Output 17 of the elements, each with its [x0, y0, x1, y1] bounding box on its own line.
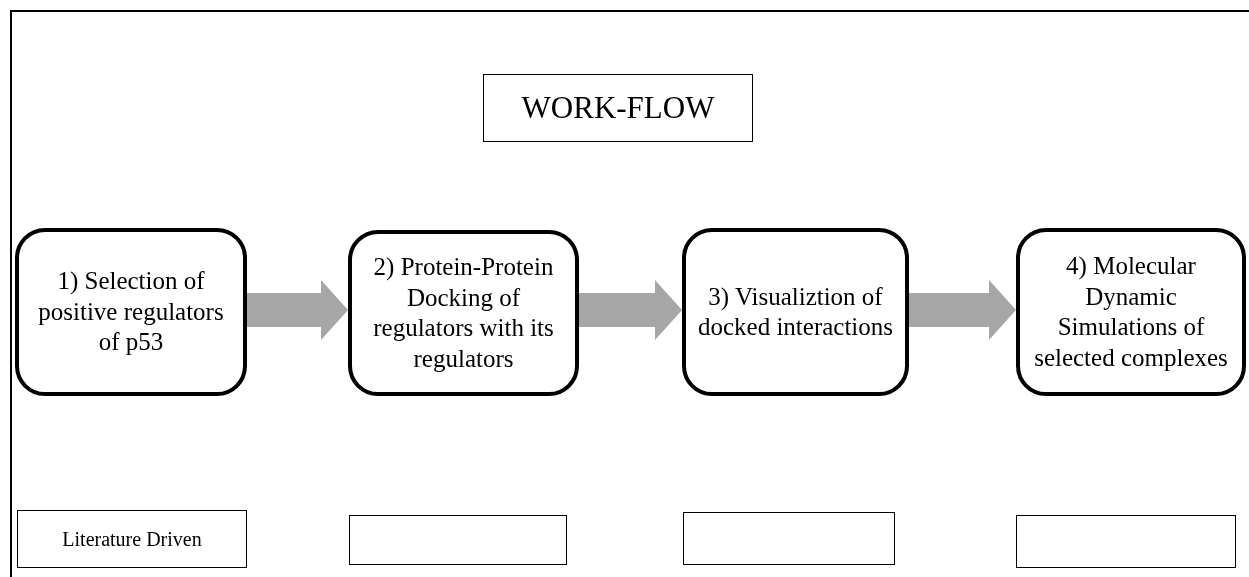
- step-text: 3) Visualiztion of docked interactions: [696, 281, 895, 342]
- step-text: Literature Driven: [62, 527, 202, 551]
- method-box: [17, 510, 247, 568]
- method-box: [1016, 515, 1236, 568]
- block-arrow: [247, 280, 348, 340]
- block-arrow: [579, 280, 682, 340]
- step-box: [1016, 228, 1246, 396]
- step-box: [682, 228, 909, 396]
- title-box: WORK-FLOW: [483, 74, 753, 142]
- step-text: 2) Protein-Protein Docking of regulators with its regulators: [372, 252, 555, 374]
- method-box: [349, 515, 567, 565]
- step-box: [348, 230, 579, 396]
- step-text: 1) Selection of positive regulators of p53: [37, 266, 225, 358]
- step-box: [15, 228, 247, 396]
- step-text: 4) Molecular Dynamic Simulations of selected complexes: [1033, 251, 1229, 373]
- block-arrow: [909, 280, 1016, 340]
- method-box: [683, 512, 895, 565]
